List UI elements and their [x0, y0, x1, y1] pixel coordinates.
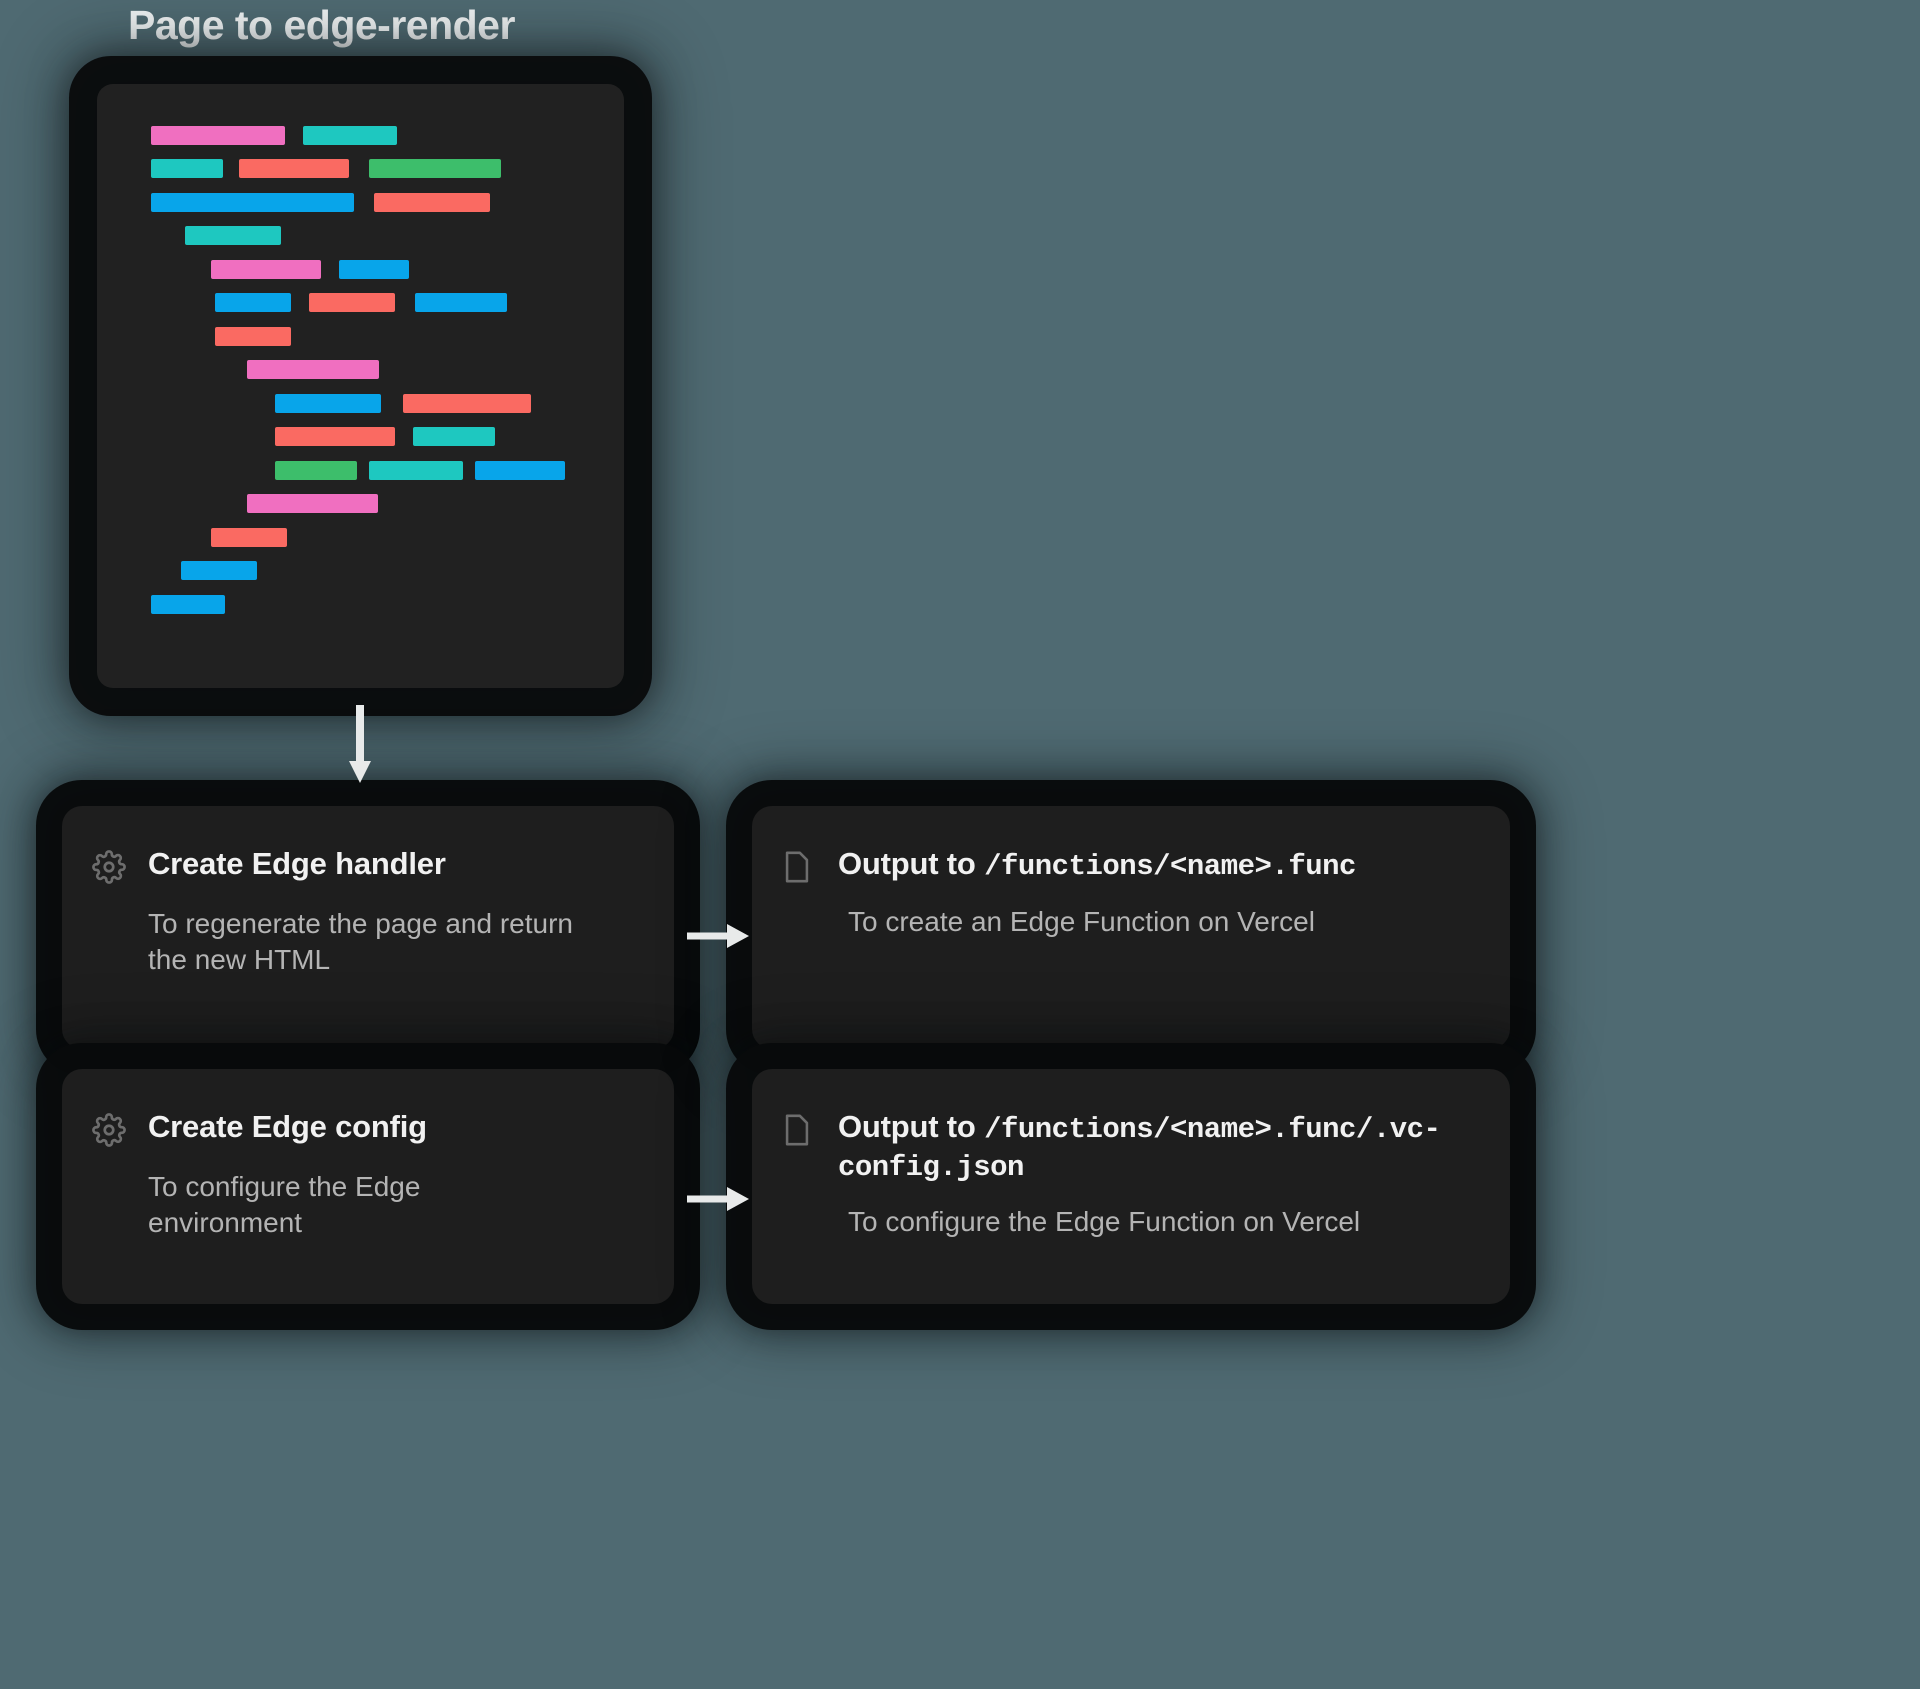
code-token: [247, 360, 379, 379]
card-title: Output to /functions/<name>.func/.vc-con…: [838, 1109, 1472, 1184]
code-token: [275, 393, 381, 413]
code-token: [151, 125, 285, 145]
output-card-vc-config-json[interactable]: Output to /functions/<name>.func/.vc-con…: [752, 1069, 1510, 1304]
code-line: [215, 292, 507, 314]
card-description: To regenerate the page and return the ne…: [148, 908, 573, 976]
card-description: To create an Edge Function on Vercel: [848, 906, 1315, 937]
card-content: Output to /functions/<name>.func/.vc-con…: [752, 1069, 1510, 1304]
code-line: [247, 493, 378, 515]
code-token: [369, 460, 463, 480]
code-token: [247, 494, 378, 513]
connector-handler-to-output-arrow-icon: [687, 923, 749, 949]
page-title: Page to edge-render: [128, 2, 515, 48]
card-title: Create Edge config: [148, 1109, 427, 1144]
code-token: [211, 527, 287, 547]
code-line: [185, 225, 281, 247]
code-line: [247, 359, 379, 381]
output-card-functions-func[interactable]: Output to /functions/<name>.func To crea…: [752, 806, 1510, 1049]
code-token: [413, 427, 495, 446]
card-content: Create Edge handler To regenerate the pa…: [62, 806, 674, 1049]
step-card-create-edge-handler[interactable]: Create Edge handler To regenerate the pa…: [62, 806, 674, 1049]
code-token: [374, 192, 490, 212]
card-title: Output to /functions/<name>.func: [838, 846, 1356, 884]
code-line: [181, 560, 257, 582]
card-header: Output to /functions/<name>.func/.vc-con…: [782, 1109, 1472, 1184]
code-line: [151, 593, 225, 615]
code-token: [185, 226, 281, 245]
document-icon: [782, 1113, 816, 1147]
code-token: [151, 594, 225, 614]
code-line: [275, 426, 495, 448]
card-description: To configure the Edge environment: [148, 1171, 421, 1239]
code-token: [403, 393, 531, 413]
code-token: [275, 460, 357, 480]
card-title-path: /functions/<name>.func: [984, 850, 1356, 883]
code-line: [275, 459, 565, 481]
card-description: To configure the Edge Function on Vercel: [848, 1206, 1361, 1238]
code-token: [151, 192, 354, 212]
code-token: [303, 125, 397, 145]
card-header: Create Edge config: [92, 1109, 636, 1147]
code-token: [181, 561, 257, 580]
card-header: Create Edge handler: [92, 846, 636, 884]
code-token: [475, 460, 565, 480]
card-content: Output to /functions/<name>.func To crea…: [752, 806, 1510, 1049]
card-title-prefix: Output to: [838, 1109, 985, 1144]
code-token: [239, 159, 349, 178]
code-line: [275, 392, 531, 414]
code-line: [211, 526, 287, 548]
card-title-prefix: Output to: [838, 846, 985, 881]
code-token: [369, 159, 501, 178]
code-line: [211, 258, 409, 280]
code-token: [211, 259, 321, 279]
source-code-preview: [97, 84, 624, 688]
gear-icon: [92, 850, 126, 884]
code-token: [151, 159, 223, 178]
step-card-create-edge-config[interactable]: Create Edge config To configure the Edge…: [62, 1069, 674, 1304]
card-title: Create Edge handler: [148, 846, 446, 881]
card-header: Output to /functions/<name>.func: [782, 846, 1472, 884]
code-token: [275, 427, 395, 446]
code-token: [309, 293, 395, 312]
code-token: [215, 326, 291, 346]
code-rows: [97, 84, 624, 688]
code-token: [415, 293, 507, 312]
code-line: [151, 124, 397, 146]
card-title-path: /functions/<name>.func/.vc-config.json: [838, 1113, 1441, 1184]
connector-code-to-handler-arrow-icon: [349, 705, 371, 783]
code-token: [215, 293, 291, 312]
gear-icon: [92, 1113, 126, 1147]
connector-config-to-output-arrow-icon: [687, 1186, 749, 1212]
code-line: [215, 325, 291, 347]
card-content: Create Edge config To configure the Edge…: [62, 1069, 674, 1304]
document-icon: [782, 850, 816, 884]
code-line: [151, 158, 501, 180]
code-token: [339, 259, 409, 279]
code-line: [151, 191, 490, 213]
